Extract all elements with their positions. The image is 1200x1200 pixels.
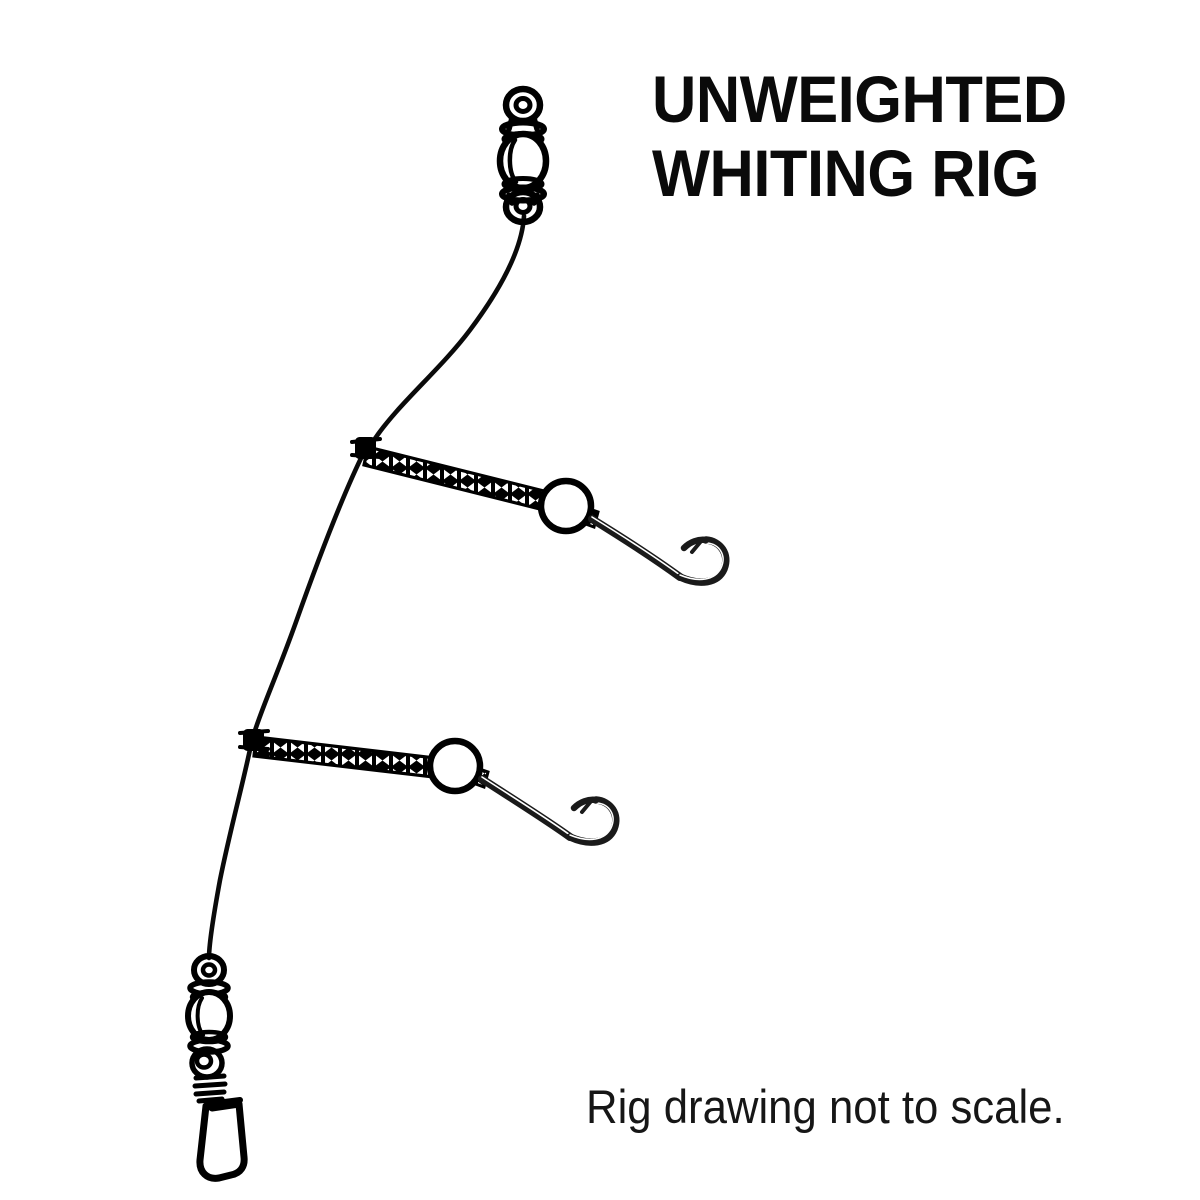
dropper-knot-lower [238, 729, 270, 751]
bead-upper [537, 477, 595, 535]
dropper-upper [350, 437, 730, 586]
bead-lower [426, 737, 484, 795]
top-swivel [496, 85, 550, 226]
title-block: UNWEIGHTED WHITING RIG [652, 62, 1152, 210]
dropper-knot-upper [350, 437, 382, 459]
snap-clip [196, 1097, 248, 1182]
title-line-2: WHITING RIG [652, 136, 1039, 210]
dropper-lower [238, 729, 620, 846]
bottom-swivel [185, 953, 248, 1182]
title-line-1: UNWEIGHTED [652, 62, 1067, 136]
hook-upper [588, 515, 730, 586]
caption-text: Rig drawing not to scale. [586, 1080, 1065, 1133]
hook-lower [478, 775, 620, 846]
caption-block: Rig drawing not to scale. [586, 1080, 1146, 1134]
snap-coil [192, 1073, 228, 1104]
main-line [206, 213, 527, 961]
